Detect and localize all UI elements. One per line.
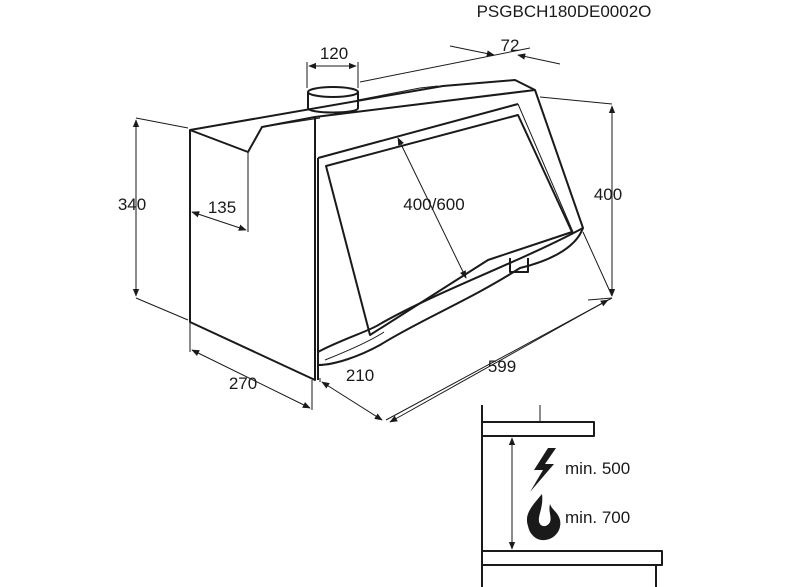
dim-label-135: 135 [208,198,236,217]
dim-label-270: 270 [229,374,257,393]
dimension-lines [132,45,616,423]
hood-underside [317,227,584,366]
hood-top-inner-edge [261,117,321,128]
hood-stub [481,421,595,437]
dim-label-599: 599 [488,357,516,376]
clearance-label-gas: min. 700 [565,508,630,527]
flame-icon [526,494,561,541]
hood-left-side [189,116,316,381]
hood-front-frame [317,103,519,159]
hood-bottom-fixture [509,258,529,273]
dim-label-340: 340 [118,195,146,214]
hood-top-face [189,79,536,131]
hood-underside-inner [324,331,385,361]
clearance-detail [481,405,663,587]
clearance-label-electric: min. 500 [565,459,630,478]
hood-body [189,79,584,381]
duct-rear-tab [357,85,439,101]
duct-collar [307,92,359,114]
hood-right-edge [534,89,584,229]
cooktop [481,550,663,566]
hood-right-inner-edge [517,103,574,233]
lightning-icon [530,448,556,492]
dim-label-120: 120 [320,44,348,63]
dim-label-400-600: 400/600 [403,195,464,214]
dim-label-210: 210 [346,366,374,385]
dim-label-400: 400 [594,185,622,204]
document-code: PSGBCH180DE0002O [477,2,652,21]
dim-label-72: 72 [501,36,520,55]
duct-collar-top [307,86,359,98]
front-glass-panel [325,114,573,336]
